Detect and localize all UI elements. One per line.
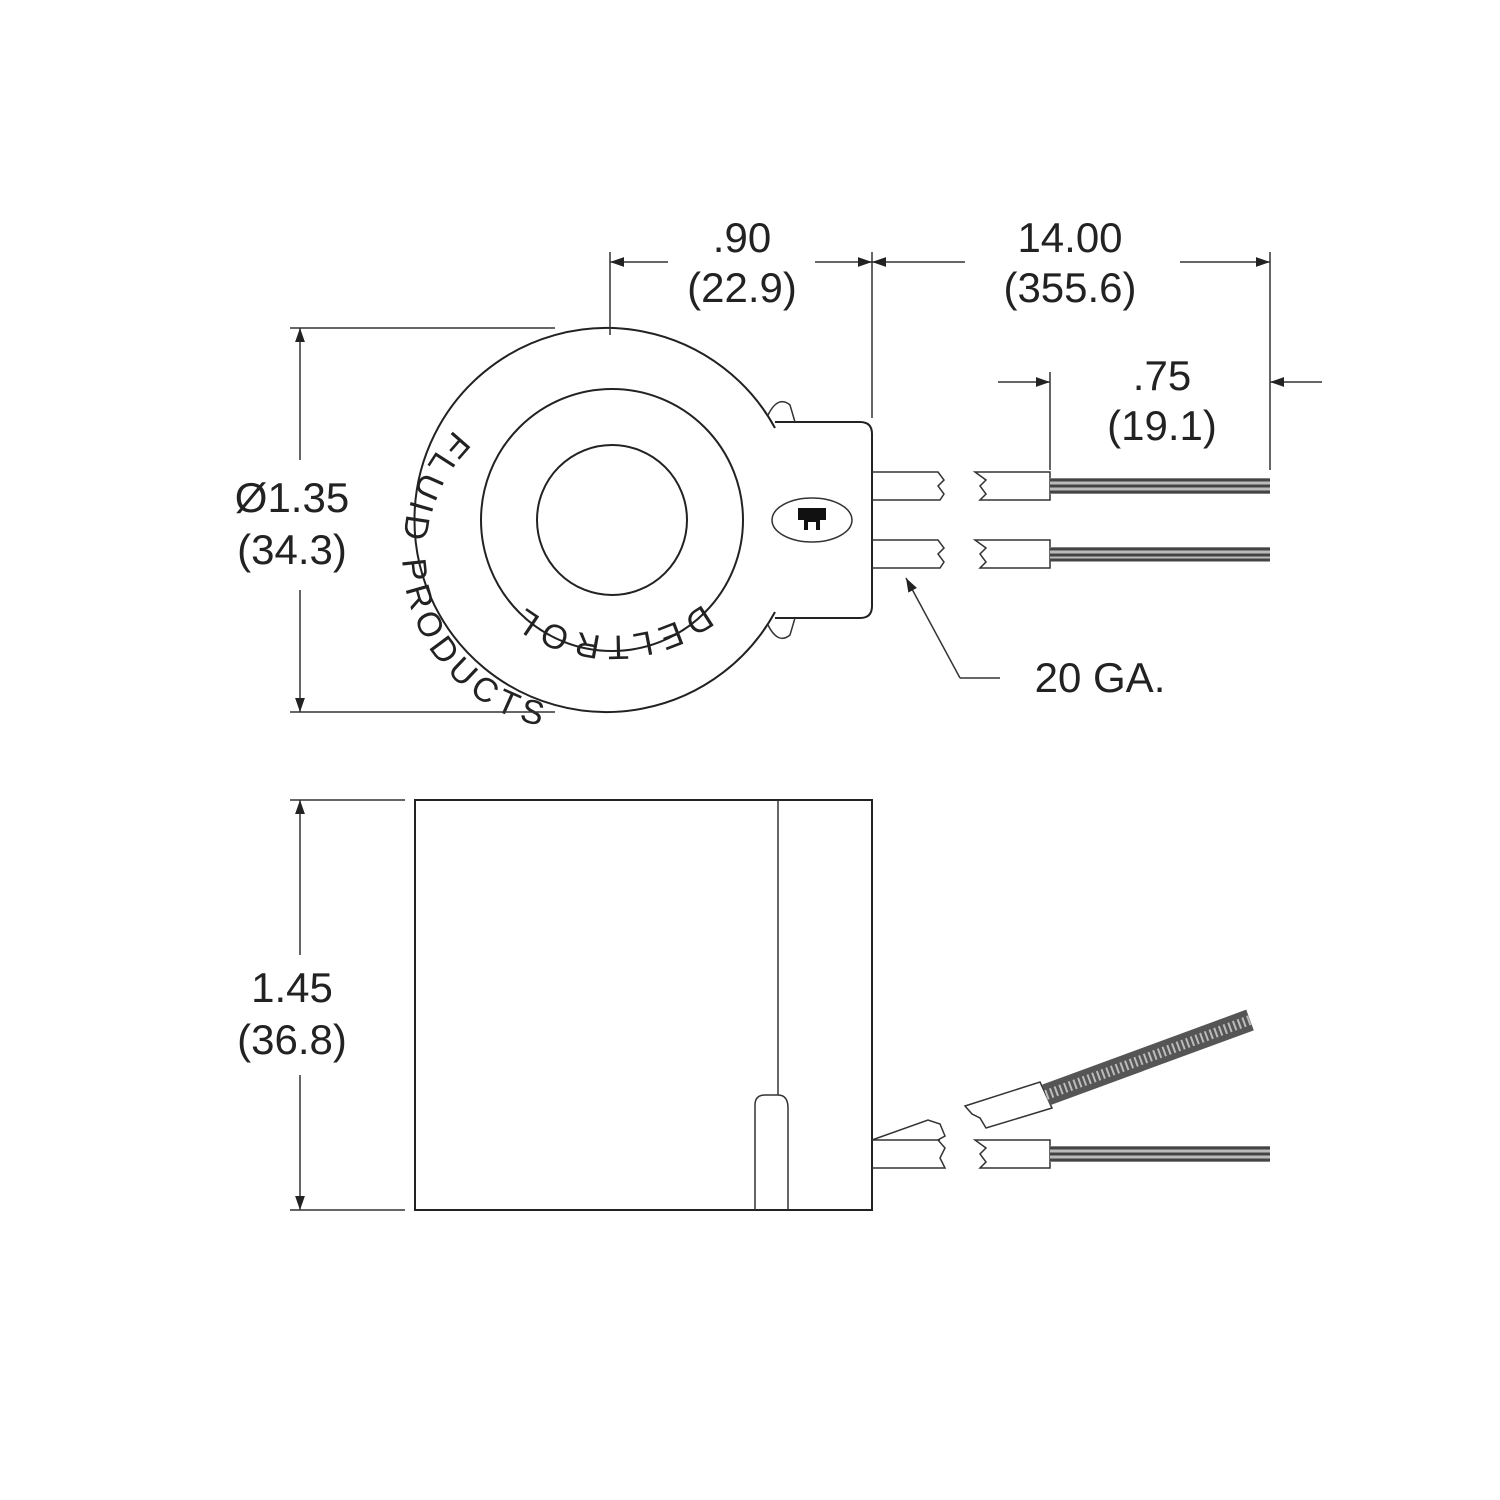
tab-outline [775, 421, 873, 619]
brand-bottom-text: FLUID PRODUCTS [394, 424, 554, 735]
dimension-tab-width: .90 (22.9) [609, 214, 873, 418]
dimension-strip-length: .75 (19.1) [998, 352, 1322, 470]
svg-text:.90: .90 [713, 214, 771, 261]
coil-lug [767, 400, 796, 423]
svg-text:1.45: 1.45 [251, 964, 333, 1011]
svg-text:.75: .75 [1133, 352, 1191, 399]
dimension-lead-length: 14.00 (355.6) [872, 214, 1271, 470]
wire-gauge-label: 20 GA. [1035, 654, 1166, 701]
coil-body [414, 799, 873, 1211]
brand-top-text: DELTROL [504, 597, 719, 665]
svg-text:(22.9): (22.9) [687, 264, 797, 311]
lead-wires-side [871, 1009, 1270, 1169]
coil-bore [536, 444, 688, 596]
coil-ring [480, 388, 744, 652]
svg-text:14.00: 14.00 [1017, 214, 1122, 261]
coil-lug [767, 617, 796, 640]
side-view [414, 799, 1270, 1211]
coil-slot [754, 1094, 789, 1210]
svg-text:Ø1.35: Ø1.35 [235, 474, 349, 521]
dimension-diameter: Ø1.35 (34.3) [235, 327, 555, 713]
dimension-height: 1.45 (36.8) [237, 799, 405, 1211]
gauge-leader-arrow [905, 577, 961, 679]
svg-text:(34.3): (34.3) [237, 526, 347, 573]
svg-text:(355.6): (355.6) [1003, 264, 1136, 311]
ul-logo-icon [771, 497, 853, 543]
lead-wires-top [872, 471, 1270, 569]
svg-text:(36.8): (36.8) [237, 1016, 347, 1063]
coil-outline [413, 327, 776, 713]
svg-text:(19.1): (19.1) [1107, 402, 1217, 449]
